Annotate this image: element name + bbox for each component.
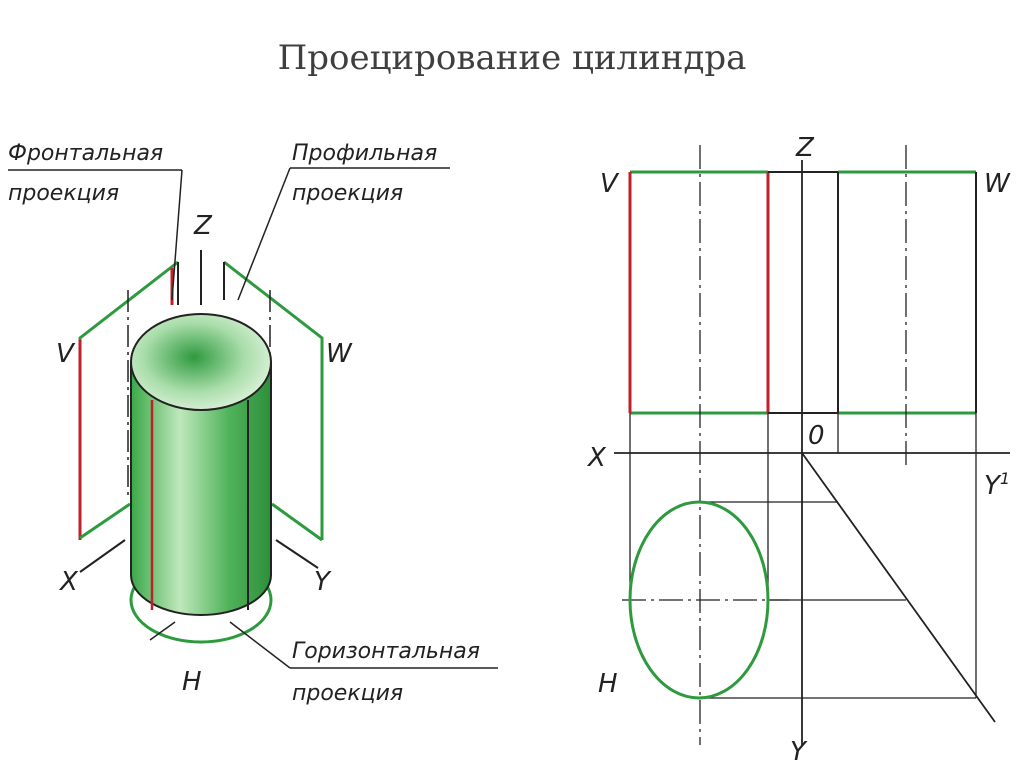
constant-line xyxy=(801,452,996,723)
iso-z-label: Z xyxy=(193,211,213,241)
frontal-caption-line2: проекция xyxy=(8,181,119,206)
ortho-v-label: V xyxy=(600,169,620,199)
ortho-x-label: X xyxy=(586,443,607,473)
profile-caption-line1: Профильная xyxy=(292,141,437,166)
iso-x-axis xyxy=(79,539,126,573)
frontal-plane-v xyxy=(78,260,179,540)
frontal-projection xyxy=(628,170,770,415)
ortho-h-label: H xyxy=(598,669,618,699)
iso-h-label: H xyxy=(182,667,202,697)
frontal-caption-line1: Фронтальная xyxy=(8,141,163,166)
cylinder xyxy=(130,313,272,616)
profile-projection xyxy=(837,170,977,415)
iso-w-label: W xyxy=(326,339,353,369)
horizontal-caption-line1: Горизонтальная xyxy=(292,639,480,664)
ortho-y-label: Y xyxy=(790,737,808,767)
iso-x-label: X xyxy=(58,567,79,597)
iso-y-axis xyxy=(275,539,319,569)
ortho-w-label: W xyxy=(984,169,1011,199)
ortho-y1-label: Y1 xyxy=(984,469,1010,501)
iso-v-label: V xyxy=(56,339,76,369)
orthographic-view: Z V W X 0 Y1 H Y xyxy=(586,133,1011,767)
ortho-origin-label: 0 xyxy=(808,421,825,451)
iso-y-label: Y xyxy=(314,567,332,597)
profile-caption-line2: проекция xyxy=(292,181,403,206)
profile-plane-w xyxy=(223,260,324,542)
ortho-z-label: Z xyxy=(795,133,815,163)
horizontal-caption-line2: проекция xyxy=(292,681,403,706)
isometric-view: Фронтальная проекция Профильная проекция… xyxy=(8,141,498,706)
slide-title: Проецирование цилиндра xyxy=(277,38,747,78)
horizontal-projection-circle xyxy=(628,500,770,700)
